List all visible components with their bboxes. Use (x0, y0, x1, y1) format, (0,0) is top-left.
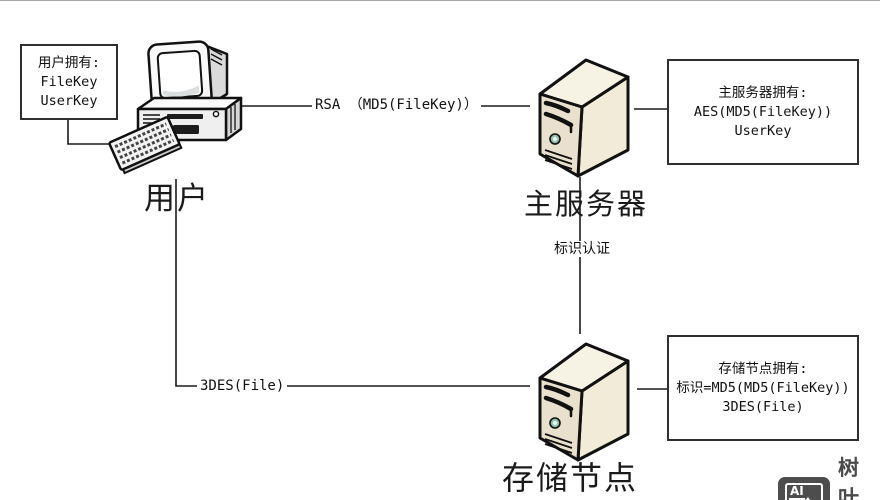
user-node-label: 用户 (144, 181, 210, 216)
edge-label-3des: 3DES(File) (197, 378, 288, 394)
main-server-icon (538, 58, 630, 178)
main-server-callout-line2: UserKey (734, 122, 792, 139)
main-server-callout-title: 主服务器拥有: (718, 84, 808, 101)
storage-node-label: 存储节点 (502, 460, 639, 496)
user-callout-line2: UserKey (40, 92, 98, 109)
desktop-computer-icon (108, 40, 243, 175)
storage-server-icon (538, 342, 630, 462)
edge-user-to-storage (175, 179, 530, 387)
watermark-brand-text: 树叶云 (838, 456, 860, 500)
main-server-callout-line1: AES(MD5(FileKey)) (693, 103, 833, 120)
storage-node-callout-title: 存储节点拥有: (718, 360, 808, 377)
main-server-node-label: 主服务器 (524, 189, 649, 221)
watermark-image-logo-icon: AI (778, 477, 830, 500)
edge-label-auth: 标识认证 (551, 241, 613, 257)
user-callout-box: 用户拥有: FileKey UserKey (20, 44, 118, 120)
mountain-icon (795, 497, 811, 500)
watermark-picture-frame-icon: AI (785, 483, 823, 500)
watermark: AI 树叶云 (778, 452, 880, 500)
edge-userbox-to-computer (67, 119, 114, 145)
edge-label-rsa: RSA （MD5(FileKey)） (312, 97, 481, 113)
storage-node-callout-line1: 标识=MD5(MD5(FileKey)) (676, 379, 850, 396)
user-callout-line1: FileKey (40, 73, 98, 90)
main-server-callout-box: 主服务器拥有: AES(MD5(FileKey)) UserKey (667, 59, 859, 165)
user-callout-title: 用户拥有: (37, 54, 101, 71)
storage-node-callout-line2: 3DES(File) (722, 398, 804, 415)
storage-node-callout-box: 存储节点拥有: 标识=MD5(MD5(FileKey)) 3DES(File) (667, 335, 859, 441)
watermark-ai-label: AI (789, 484, 805, 500)
